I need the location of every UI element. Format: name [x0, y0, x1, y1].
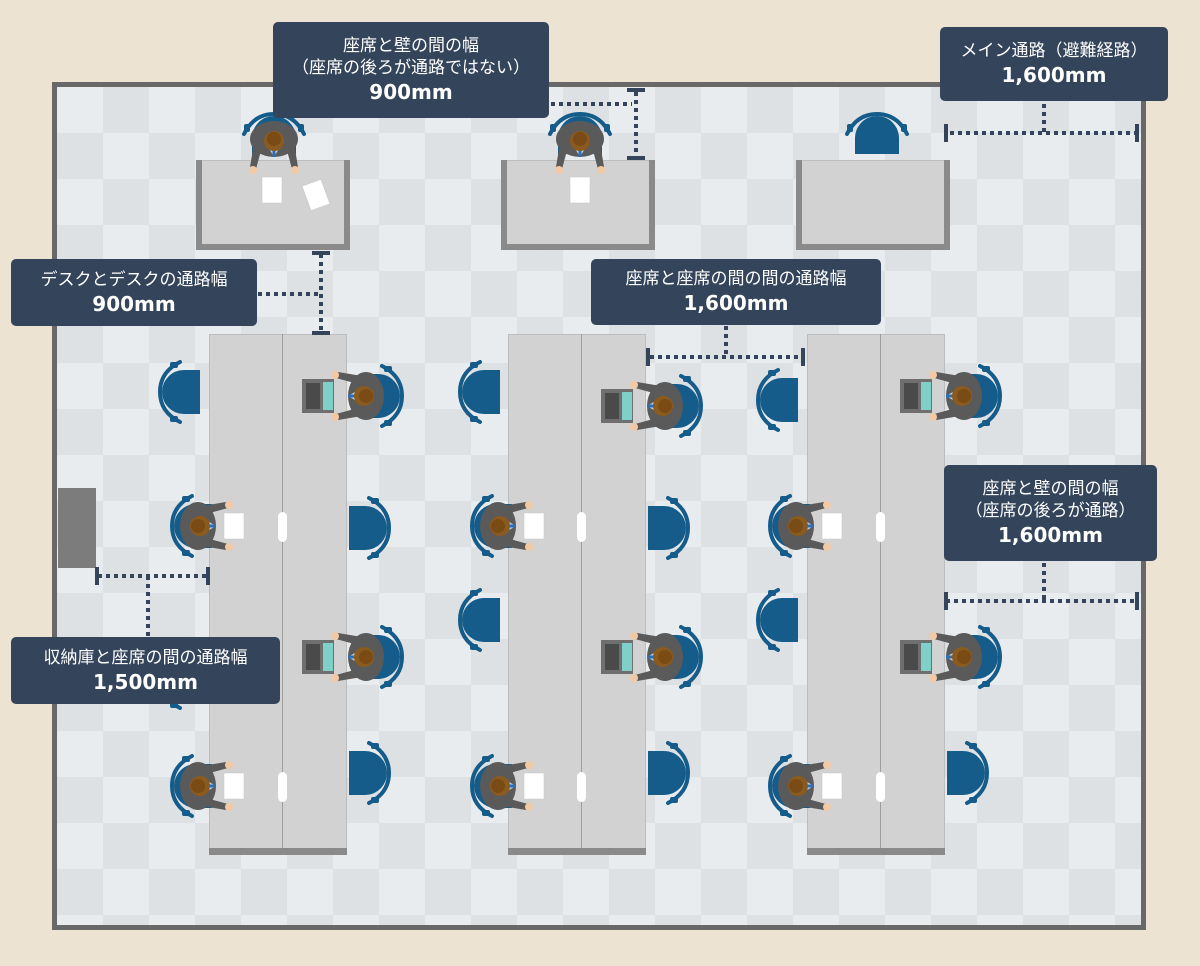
desk-edge	[344, 160, 350, 250]
callout-storage-to-seat: 収納庫と座席の間の通路幅 1,500mm	[11, 637, 280, 704]
desk-edge	[807, 848, 945, 855]
callout-main-aisle: メイン通路（避難経路） 1,600mm	[940, 27, 1168, 101]
callout-title: メイン通路（避難経路）	[960, 41, 1148, 61]
callout-title: 座席と壁の間の幅	[982, 479, 1119, 499]
callout-value: 1,500mm	[93, 669, 198, 694]
cable-port	[278, 512, 287, 542]
desk-divider	[581, 334, 582, 850]
cable-port	[876, 772, 885, 802]
callout-wall-gap-aisle: 座席と壁の間の幅 （座席の後ろが通路） 1,600mm	[944, 465, 1157, 561]
callout-desk-to-desk: デスクとデスクの通路幅 900mm	[11, 259, 257, 326]
desk-edge	[501, 244, 655, 250]
storage-cabinet-icon	[58, 488, 96, 568]
callout-subtitle: （座席の後ろが通路ではない）	[292, 58, 530, 78]
cable-port	[278, 772, 287, 802]
callout-title: 座席と壁の間の幅	[343, 36, 479, 56]
desk-edge	[944, 160, 950, 250]
desk-divider	[880, 334, 881, 850]
callout-value: 900mm	[92, 291, 176, 316]
desk-divider	[282, 334, 283, 850]
callout-title: 座席と座席の間の間の通路幅	[625, 269, 847, 289]
callout-title: 収納庫と座席の間の通路幅	[43, 647, 248, 668]
cable-port	[876, 512, 885, 542]
callout-title: デスクとデスクの通路幅	[40, 269, 228, 290]
desk-edge	[196, 160, 202, 250]
callout-value: 1,600mm	[998, 523, 1103, 547]
desk-edge	[649, 160, 655, 250]
callout-value: 1,600mm	[1001, 63, 1107, 87]
desk-edge	[508, 848, 646, 855]
desk-edge	[501, 160, 507, 250]
callout-wall-gap-no-aisle: 座席と壁の間の幅 （座席の後ろが通路ではない） 900mm	[273, 22, 549, 118]
cable-port	[577, 772, 586, 802]
desk-edge	[196, 244, 350, 250]
desk-edge	[796, 160, 802, 250]
callout-value: 1,600mm	[683, 291, 789, 315]
callout-value: 900mm	[369, 80, 453, 104]
desk-edge	[209, 848, 347, 855]
cable-port	[577, 512, 586, 542]
callout-seat-to-seat: 座席と座席の間の間の通路幅 1,600mm	[591, 259, 881, 325]
callout-subtitle: （座席の後ろが通路）	[965, 501, 1136, 521]
desk-edge	[796, 244, 950, 250]
